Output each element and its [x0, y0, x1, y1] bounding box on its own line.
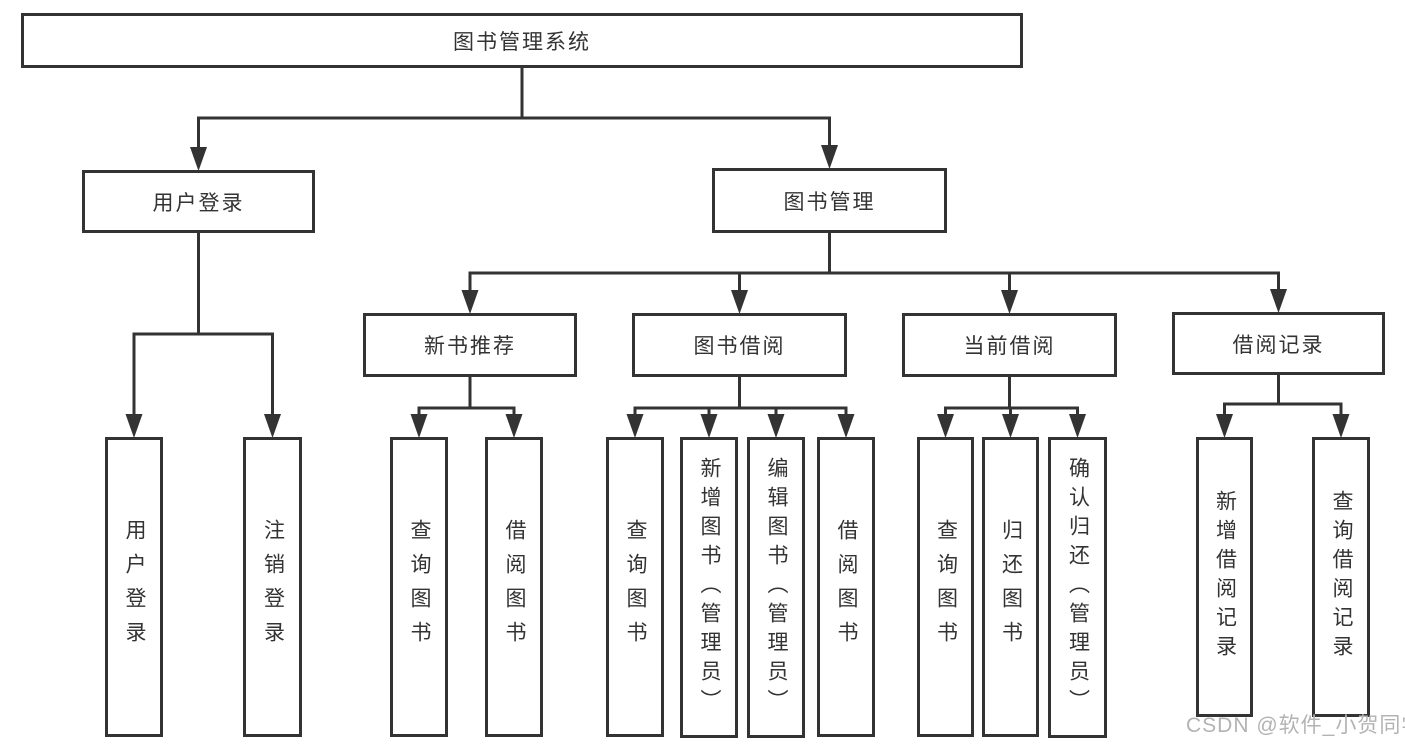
node-label: 用户登录 — [152, 191, 245, 215]
node-user-login: 用户登录 — [105, 437, 163, 737]
arrowhead-icon — [626, 414, 644, 438]
connector-group-book-borrow — [626, 376, 855, 438]
arrowhead-icon — [264, 414, 281, 438]
arrowhead-icon — [821, 145, 838, 169]
node-label: 归还图书 — [999, 519, 1023, 655]
node-label: 编辑图书（管理员） — [765, 457, 788, 718]
arrowhead-icon — [125, 414, 143, 438]
node-label: 借阅记录 — [1232, 333, 1325, 357]
node-label: 借阅图书 — [835, 519, 858, 655]
arrowhead-icon — [731, 290, 748, 314]
watermark: CSDN @软件_小贺同学 — [1186, 714, 1405, 737]
arrowhead-icon — [937, 414, 954, 438]
arrowhead-icon — [1332, 414, 1350, 438]
node-current-borrow: 当前借阅 — [902, 313, 1117, 377]
arrowhead-icon — [1001, 290, 1018, 314]
connector-group-borrow-records — [1216, 374, 1350, 438]
node-cb-query-book: 查询图书 — [917, 437, 974, 737]
node-label: 图书管理 — [783, 190, 876, 214]
node-book-borrow: 图书借阅 — [632, 313, 847, 377]
node-user-login-branch: 用户登录 — [82, 170, 315, 233]
arrowhead-icon — [837, 414, 855, 438]
arrowhead-icon — [700, 414, 718, 438]
arrowhead-icon — [190, 147, 207, 171]
arrowhead-icon — [505, 414, 523, 438]
node-bb-borrow-book: 借阅图书 — [817, 437, 875, 737]
connector-group-current-borrow — [937, 376, 1086, 438]
node-label: 新增图书（管理员） — [698, 457, 721, 718]
node-label: 借阅图书 — [503, 519, 526, 655]
node-bb-add-book: 新增图书（管理员） — [680, 437, 738, 738]
node-label: 新增借阅记录 — [1213, 490, 1237, 664]
connector-group-root — [190, 67, 838, 171]
node-label: 确认归还（管理员） — [1066, 457, 1090, 718]
node-new-book-rec: 新书推荐 — [363, 313, 577, 377]
connector-group-book-mgmt — [461, 232, 1287, 314]
node-borrow-records: 借阅记录 — [1172, 312, 1385, 375]
node-label: 查询图书 — [408, 519, 431, 655]
arrowhead-icon — [1002, 414, 1019, 438]
node-label: 新书推荐 — [424, 335, 516, 358]
node-nb-query-book: 查询图书 — [390, 437, 448, 737]
node-label: 当前借阅 — [963, 335, 1056, 358]
node-nb-borrow-book: 借阅图书 — [485, 437, 543, 737]
arrowhead-icon — [767, 414, 785, 438]
node-book-mgmt: 图书管理 — [712, 168, 947, 233]
arrowhead-icon — [1216, 414, 1233, 438]
node-cb-return-book: 归还图书 — [982, 437, 1039, 737]
node-label: 图书管理系统 — [453, 30, 591, 54]
node-label: 查询借阅记录 — [1330, 490, 1353, 664]
node-root: 图书管理系统 — [21, 13, 1023, 68]
arrowhead-icon — [461, 290, 479, 314]
node-cb-confirm-return: 确认归还（管理员） — [1048, 437, 1107, 738]
node-label: 图书借阅 — [693, 335, 786, 358]
arrowhead-icon — [1270, 289, 1287, 313]
arrowhead-icon — [1069, 414, 1086, 438]
node-br-query-record: 查询借阅记录 — [1312, 437, 1370, 717]
node-label: 用户登录 — [123, 519, 146, 655]
connector-group-new-book-rec — [410, 376, 523, 438]
arrowhead-icon — [410, 414, 428, 438]
node-bb-query-book: 查询图书 — [606, 437, 664, 737]
node-label: 查询图书 — [934, 519, 958, 655]
node-logout: 注销登录 — [243, 437, 302, 737]
node-br-add-record: 新增借阅记录 — [1196, 437, 1253, 717]
node-label: 注销登录 — [261, 519, 285, 655]
connector-group-user-login-branch — [125, 232, 281, 438]
node-bb-edit-book: 编辑图书（管理员） — [747, 437, 805, 738]
node-label: 查询图书 — [624, 519, 647, 655]
